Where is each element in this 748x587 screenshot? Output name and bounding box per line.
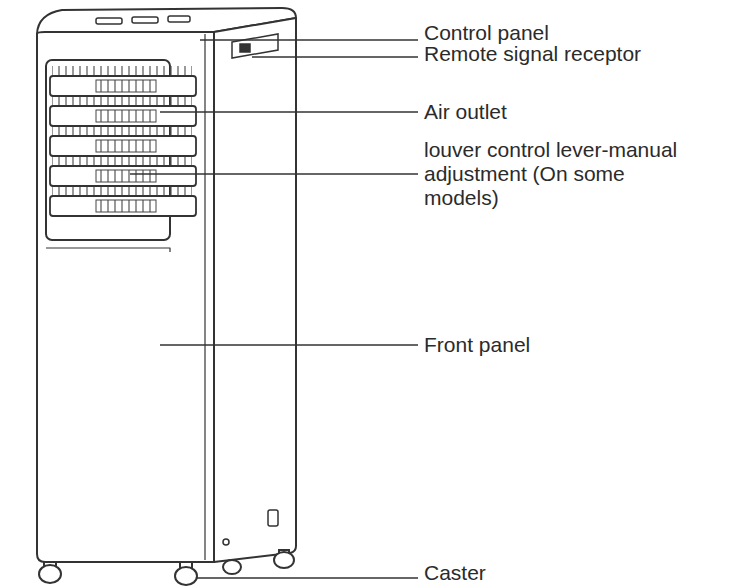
part-label: Front panel bbox=[424, 333, 530, 357]
part-label: Control panel bbox=[424, 21, 549, 45]
part-label: Remote signal receptor bbox=[424, 42, 641, 66]
part-label: Caster bbox=[424, 561, 486, 585]
part-label: louver control lever-manual adjustment (… bbox=[424, 138, 696, 210]
part-label: Air outlet bbox=[424, 100, 507, 124]
